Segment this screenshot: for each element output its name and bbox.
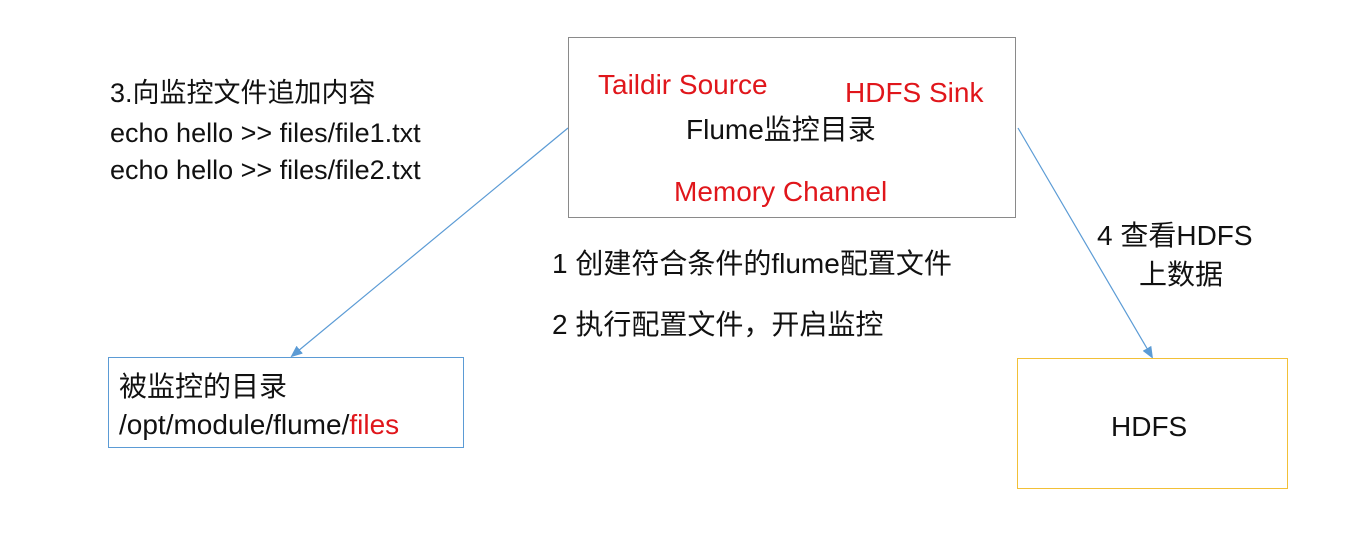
watched-directory-path: /opt/module/flume/files	[119, 407, 399, 443]
flume-box-title: Flume监控目录	[686, 114, 876, 145]
arrow-to-watched-directory	[290, 127, 569, 358]
hdfs-box	[1017, 358, 1288, 489]
watched-directory-path-files: files	[349, 409, 400, 440]
step-run-config: 2 执行配置文件，开启监控	[552, 309, 884, 340]
watched-directory-path-prefix: /opt/module/flume/	[119, 409, 350, 440]
watched-directory-title: 被监控的目录	[119, 371, 288, 402]
append-step-title: 3.向监控文件追加内容	[110, 78, 376, 108]
step-create-config: 1 创建符合条件的flume配置文件	[552, 248, 952, 279]
append-command-file1: echo hello >> files/file1.txt	[110, 118, 421, 148]
hdfs-sink-label: HDFS Sink	[845, 77, 984, 108]
taildir-source-label: Taildir Source	[598, 69, 768, 100]
hdfs-step-line-1: 4 查看HDFS	[1097, 220, 1253, 251]
append-command-file2: echo hello >> files/file2.txt	[110, 155, 421, 185]
watched-directory-box	[108, 357, 464, 448]
memory-channel-label: Memory Channel	[674, 176, 888, 207]
hdfs-box-label: HDFS	[1111, 411, 1188, 442]
hdfs-step-line-2: 上数据	[1139, 259, 1224, 290]
arrow-to-hdfs	[1017, 127, 1154, 359]
flume-monitor-box	[568, 37, 1016, 218]
